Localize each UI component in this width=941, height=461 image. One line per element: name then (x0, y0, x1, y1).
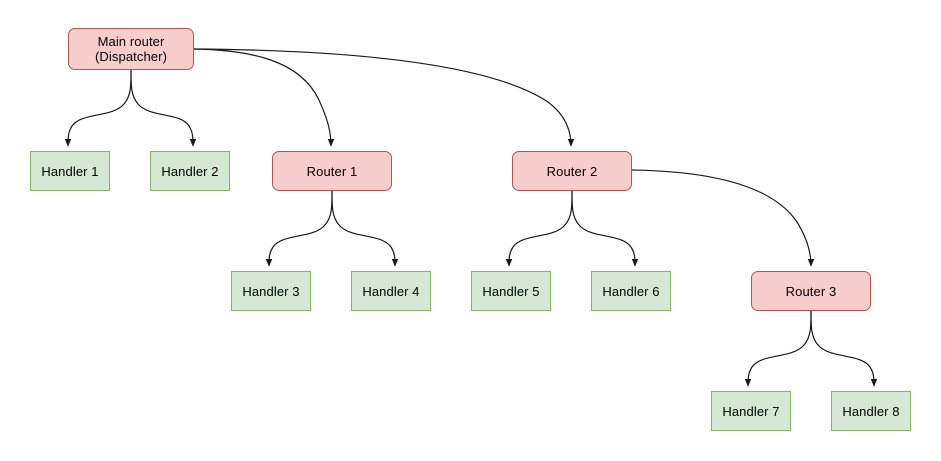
node-handler-3[interactable]: Handler 3 (231, 271, 311, 311)
node-handler-7[interactable]: Handler 7 (711, 391, 791, 431)
node-router-2[interactable]: Router 2 (512, 151, 632, 191)
node-label: Router 2 (546, 163, 598, 179)
node-handler-4[interactable]: Handler 4 (351, 271, 431, 311)
node-main-router[interactable]: Main router (Dispatcher) (68, 28, 194, 70)
node-handler-6[interactable]: Handler 6 (591, 271, 671, 311)
node-label: Handler 8 (842, 403, 900, 419)
edge-router-2-to-handler-5 (505, 190, 573, 267)
edge-main-to-router-1 (193, 48, 335, 147)
edge-main-to-router-2 (193, 48, 575, 147)
node-label: Handler 4 (362, 283, 420, 299)
node-router-1[interactable]: Router 1 (272, 151, 392, 191)
node-label: Router 3 (785, 283, 837, 299)
edge-router-2-to-router-3 (631, 169, 815, 267)
node-label: Router 1 (306, 163, 358, 179)
node-handler-8[interactable]: Handler 8 (831, 391, 911, 431)
edge-router-1-to-handler-3 (265, 190, 333, 267)
edge-main-to-handler-2 (130, 69, 197, 147)
edge-router-1-to-handler-4 (331, 190, 399, 267)
edge-main-to-handler-1 (64, 69, 132, 147)
node-router-3[interactable]: Router 3 (751, 271, 871, 311)
edge-router-2-to-handler-6 (571, 190, 639, 267)
node-label: Handler 5 (482, 283, 540, 299)
node-handler-1[interactable]: Handler 1 (30, 151, 110, 191)
node-label: Handler 3 (242, 283, 300, 299)
node-label: Handler 6 (602, 283, 660, 299)
node-label: Handler 7 (722, 403, 780, 419)
node-handler-5[interactable]: Handler 5 (471, 271, 551, 311)
node-handler-2[interactable]: Handler 2 (150, 151, 230, 191)
node-label: Handler 1 (41, 163, 99, 179)
edge-router-3-to-handler-8 (810, 310, 878, 387)
node-label: Handler 2 (161, 163, 219, 179)
node-label: Main router (Dispatcher) (95, 34, 167, 64)
edge-router-3-to-handler-7 (744, 310, 812, 387)
